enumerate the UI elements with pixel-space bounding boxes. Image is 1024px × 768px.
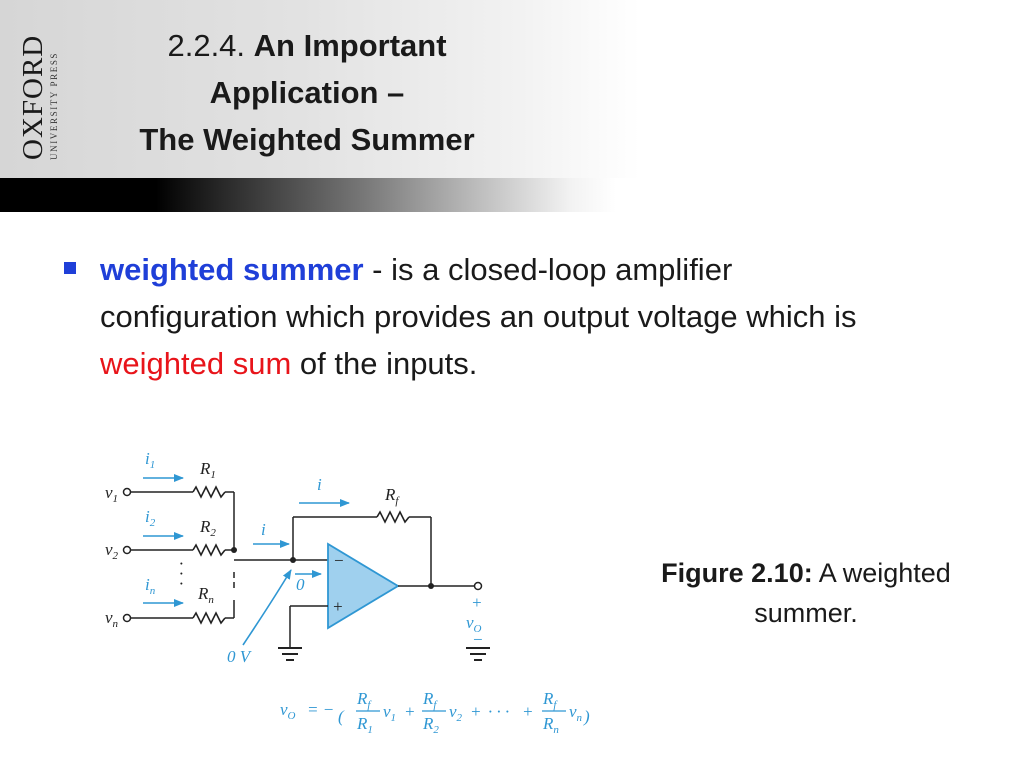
ground-icon: [278, 647, 302, 661]
caption-label: Figure 2.10:: [661, 558, 813, 588]
label-i-mid: i: [261, 520, 266, 539]
input-branch-2: [122, 532, 234, 557]
label-zero: 0: [296, 575, 305, 594]
title-line3: The Weighted Summer: [139, 122, 475, 157]
caption-text: A weighted summer.: [754, 558, 951, 628]
dots-2: ·: [179, 564, 183, 583]
label-vo: vO: [466, 613, 482, 635]
logo-text: OXFORD: [17, 34, 49, 160]
label-r2: R2: [199, 517, 216, 539]
dots-1: ·: [179, 554, 183, 573]
bullet-text-part2: of the inputs.: [291, 346, 478, 381]
eq-vn: vn: [569, 702, 583, 724]
title-line2: Application –: [209, 75, 405, 110]
slide-title: 2.2.4. An Important Application – The We…: [100, 22, 514, 163]
eq-lparen: (: [338, 707, 345, 726]
label-r1: R1: [199, 459, 216, 481]
eq-rf-1: Rf: [356, 689, 372, 711]
summing-bus: [231, 492, 328, 618]
label-rn: Rn: [197, 584, 214, 606]
output-ground-icon: [466, 647, 490, 661]
eq-ellipsis: · · ·: [488, 702, 509, 721]
eq-rn: Rn: [542, 714, 559, 736]
header-divider-dark: [0, 178, 156, 212]
label-opamp-plus: +: [332, 597, 343, 616]
eq-plus-1: +: [404, 702, 415, 721]
label-i-top: i: [317, 475, 322, 494]
label-i2: i2: [145, 507, 156, 529]
eq-rf-2: Rf: [422, 689, 438, 711]
title-number: 2.2.4.: [167, 28, 246, 63]
bullet-text-part1: - is a closed-loop amplifier configurati…: [100, 252, 857, 334]
eq-v2: v2: [449, 702, 463, 724]
header-divider-gradient: [156, 178, 616, 212]
weighted-summer-circuit: v1 i1 R1 v2 i2 R2 vn in Rn · · · i: [105, 449, 590, 736]
op-amp: [289, 542, 483, 648]
eq-plus-2: +: [470, 702, 481, 721]
header-background: [0, 0, 1024, 178]
label-rf: Rf: [384, 485, 400, 507]
logo-subtext: UNIVERSITY PRESS: [49, 51, 59, 160]
eq-r1: R1: [356, 714, 373, 736]
eq-v1: v1: [383, 702, 396, 724]
label-v1: v1: [105, 483, 118, 505]
input-branch-n: [122, 599, 234, 625]
bullet-text: weighted summer - is a closed-loop ampli…: [100, 246, 900, 387]
eq-rparen: ): [583, 707, 590, 726]
label-v2: v2: [105, 540, 119, 562]
label-i1: i1: [145, 449, 155, 471]
eq-plus-3: +: [522, 702, 533, 721]
title-line1: An Important: [253, 28, 447, 63]
label-vn: vn: [105, 608, 119, 630]
term-weighted-summer: weighted summer: [100, 252, 364, 287]
summer-equation: vO = − ( Rf R1 v1 + Rf R2 v2 + · · · + R…: [280, 689, 590, 736]
eq-sign: = −: [307, 700, 334, 719]
emphasis-weighted-sum: weighted sum: [100, 346, 292, 381]
label-opamp-minus: −: [333, 551, 344, 570]
label-zero-v: 0 V: [227, 647, 253, 666]
eq-rf-n: Rf: [542, 689, 558, 711]
input-branch-1: [122, 474, 234, 499]
feedback-path: [292, 499, 432, 586]
bullet-square-icon: [64, 262, 76, 274]
eq-r2: R2: [422, 714, 439, 736]
figure-caption: Figure 2.10: A weighted summer.: [626, 553, 986, 633]
eq-lhs: vO: [280, 700, 296, 722]
label-in: in: [145, 575, 156, 597]
oxford-logo: OXFORD UNIVERSITY PRESS: [17, 34, 60, 160]
virtual-ground-arrow: [242, 569, 292, 646]
label-out-plus: +: [471, 593, 482, 612]
dots-3: ·: [179, 574, 183, 593]
label-out-minus: −: [472, 630, 483, 649]
